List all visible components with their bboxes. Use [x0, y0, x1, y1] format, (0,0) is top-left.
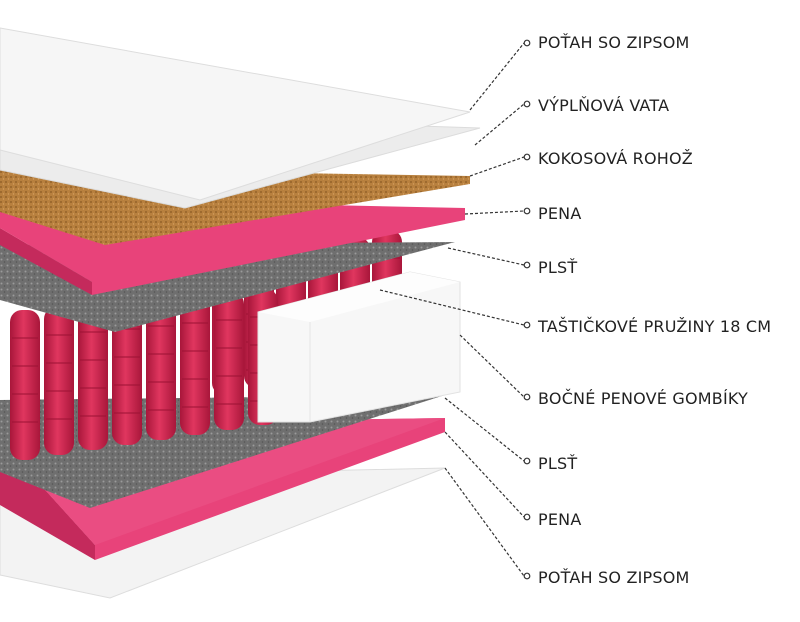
leader-lines [379, 39, 531, 580]
label-upper-foam: PENA [538, 204, 582, 223]
leader-line [469, 156, 525, 177]
leader-line [459, 334, 525, 398]
leader-line [444, 431, 525, 518]
spring-pocket [146, 298, 176, 440]
label-top-cover: POŤAH SO ZIPSOM [538, 33, 690, 52]
label-upper-felt: PLSŤ [538, 258, 578, 277]
leader-dot [523, 393, 531, 401]
label-filling: VÝPLŇOVÁ VATA [538, 96, 670, 115]
label-pocket-springs: TAŠTIČKOVÉ PRUŽINY 18 CM [538, 317, 772, 336]
leader-line [474, 103, 525, 146]
leader-line [464, 210, 525, 215]
leader-dot [523, 457, 531, 465]
spring-pocket [10, 310, 40, 460]
leader-line [444, 467, 525, 577]
spring-pocket [214, 292, 244, 430]
leader-dot [523, 261, 531, 269]
bottom-felt-layer [0, 395, 445, 508]
label-bottom-cover: POŤAH SO ZIPSOM [538, 568, 690, 587]
top-cover-layer [0, 27, 471, 201]
spring-pocket [180, 295, 210, 435]
label-lower-felt: PLSŤ [538, 454, 578, 473]
side-foam-block [257, 271, 461, 423]
leader-dot [523, 572, 531, 580]
spring-pocket [44, 307, 74, 455]
label-coconut-mat: KOKOSOVÁ ROHOŽ [538, 149, 693, 168]
leader-dot [523, 321, 531, 329]
leader-line [444, 397, 525, 462]
spring-pocket [78, 304, 108, 450]
leader-line [469, 42, 525, 111]
leader-dot [523, 100, 531, 108]
leader-line [447, 247, 525, 266]
label-lower-foam: PENA [538, 510, 582, 529]
leader-dot [523, 207, 531, 215]
leader-dot [523, 39, 531, 47]
leader-dot [523, 153, 531, 161]
label-side-foam: BOČNÉ PENOVÉ GOMBÍKY [538, 389, 748, 408]
leader-dot [523, 513, 531, 521]
